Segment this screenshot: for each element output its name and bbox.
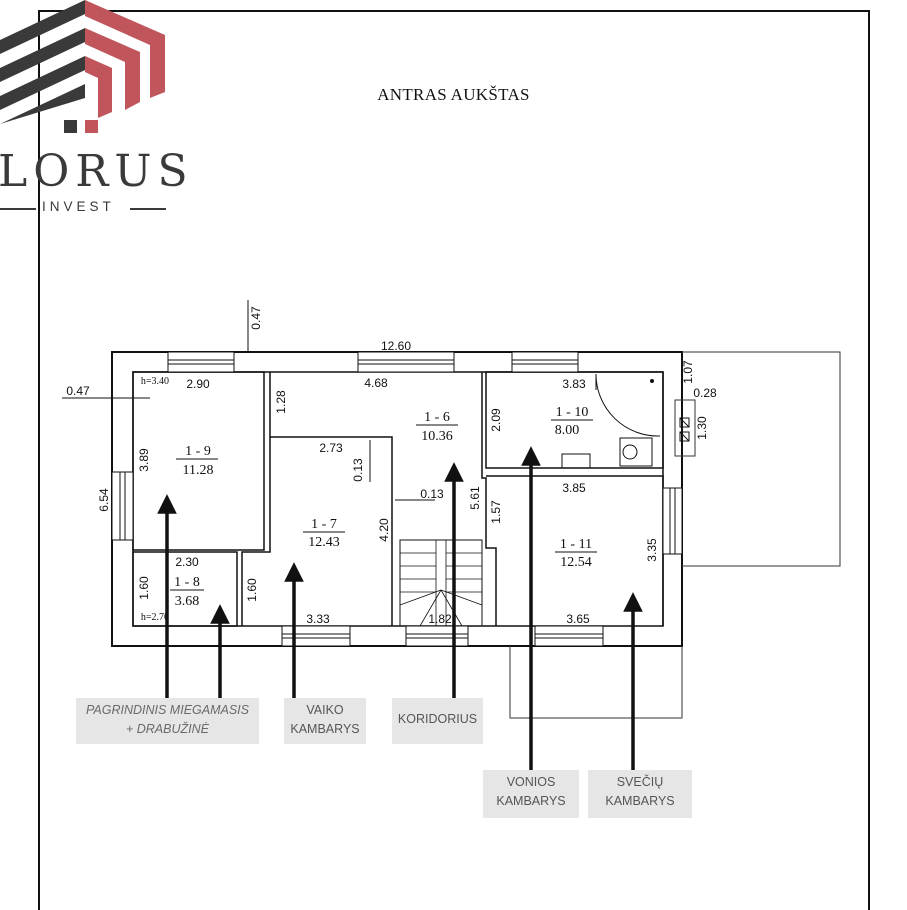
- dim-right-top-1: 1.07: [681, 360, 695, 384]
- room-1-10-area: 8.00: [555, 423, 580, 438]
- room-1-9-outline: [132, 371, 265, 551]
- room-1-6-number: 1 - 6: [424, 410, 450, 425]
- room-1-11-dim-bottom: 3.65: [566, 612, 590, 626]
- room-1-11-dim-left: 1.57: [489, 500, 503, 524]
- room-1-10-dim-width: 3.83: [562, 377, 586, 391]
- label-guest-room: SVEČIŲ KAMBARYS: [588, 770, 692, 818]
- dim-left-height: 6.54: [97, 488, 111, 512]
- room-1-6-area: 10.36: [421, 429, 453, 444]
- stair-treads: [399, 540, 483, 627]
- room-1-6-dim-offset: 0.13: [420, 487, 444, 501]
- logo-rule-left: [0, 208, 36, 210]
- drawing-frame: [38, 10, 870, 910]
- label-arrows: [157, 446, 643, 770]
- label-bathroom: VONIOS KAMBARYS: [483, 770, 579, 818]
- label-guest-room-line1: SVEČIŲ: [616, 775, 664, 789]
- arrow-corridor-head-icon: [444, 462, 464, 482]
- room-1-8-area: 3.68: [175, 594, 200, 609]
- room-1-7-area: 12.43: [308, 535, 340, 550]
- room-1-7-outline: [241, 436, 393, 626]
- bathroom-fixtures: [561, 373, 661, 469]
- dim-left-offset: 0.47: [66, 384, 90, 398]
- label-kids-room-line2: KAMBARYS: [290, 722, 360, 736]
- room-1-11-number: 1 - 11: [560, 537, 592, 552]
- room-1-9-number: 1 - 9: [185, 444, 211, 459]
- room-1-7-dim-left: 1.60: [245, 578, 259, 602]
- room-1-11-dim-right: 3.35: [645, 538, 659, 562]
- label-corridor: KORIDORIUS: [392, 698, 483, 744]
- logo-rule-right: [130, 208, 166, 210]
- dim-corridor-right: 5.61: [468, 486, 482, 510]
- room-1-11-area: 12.54: [560, 555, 592, 570]
- terrace-outlines: [509, 351, 841, 719]
- chimney-symbol: [679, 417, 690, 442]
- label-kids-room-line1: VAIKO: [306, 703, 344, 717]
- arrow-main-bedroom-head-icon: [157, 494, 177, 514]
- room-1-6-dim-wall: 0.13: [351, 458, 365, 482]
- room-1-8-dim-width: 2.30: [175, 555, 199, 569]
- room-1-7-dim-bottom: 3.33: [306, 612, 330, 626]
- room-1-11-dim-width: 3.85: [562, 481, 586, 495]
- room-1-7-dim-height: 4.20: [377, 518, 391, 542]
- label-main-bedroom: PAGRINDINIS MIEGAMASIS + DRABUŽINĖ: [76, 698, 259, 744]
- dimension-lines: [62, 300, 435, 501]
- logo-wordmark: LORUS: [0, 146, 194, 197]
- room-1-6-dim-height: 1.28: [274, 390, 288, 414]
- label-guest-room-line2: KAMBARYS: [605, 794, 675, 808]
- room-1-9-dim-height: 3.89: [137, 448, 151, 472]
- ceiling-height-8: h=2.70: [141, 612, 169, 623]
- room-1-8-dim-height: 1.60: [137, 576, 151, 600]
- room-1-9-dim-width: 2.90: [186, 377, 210, 391]
- stairs-dim-width: 1.82: [428, 612, 452, 626]
- arrow-kids-room-head-icon: [284, 562, 304, 582]
- dim-right-top-2: 0.28: [693, 386, 717, 400]
- dim-right-top-3: 1.30: [695, 416, 709, 440]
- room-1-6-dim-width: 4.68: [364, 376, 388, 390]
- floor-title: ANTRAS AUKŠTAS: [377, 85, 530, 104]
- corridor-outline: [481, 372, 497, 626]
- logo-mark-icon: [0, 0, 165, 133]
- room-1-8-number: 1 - 8: [174, 575, 200, 590]
- room-1-7-number: 1 - 7: [311, 517, 337, 532]
- dim-overall-width: 12.60: [381, 339, 411, 353]
- label-bathroom-line1: VONIOS: [506, 775, 556, 789]
- logo-subtitle: INVEST: [42, 199, 115, 214]
- room-1-10-dim-height: 2.09: [489, 408, 503, 432]
- label-main-bedroom-line1: PAGRINDINIS MIEGAMASIS: [86, 703, 249, 717]
- label-corridor-line1: KORIDORIUS: [397, 712, 478, 726]
- dim-top-offset: 0.47: [249, 306, 263, 330]
- room-1-10-number: 1 - 10: [556, 405, 589, 420]
- label-kids-room: VAIKO KAMBARYS: [284, 698, 366, 744]
- label-main-bedroom-line2: + DRABUŽINĖ: [125, 722, 209, 736]
- room-1-9-area: 11.28: [183, 463, 214, 478]
- arrow-bathroom-head-icon: [521, 446, 541, 466]
- arrow-guest-room-head-icon: [623, 592, 643, 612]
- ceiling-height-9: h=3.40: [141, 376, 169, 387]
- room-1-8-outline: [132, 551, 238, 627]
- room-1-7-dim-width: 2.73: [319, 441, 343, 455]
- label-bathroom-line2: KAMBARYS: [496, 794, 566, 808]
- room-1-11-outline: [486, 475, 664, 626]
- arrow-wardrobe-head-icon: [210, 604, 230, 624]
